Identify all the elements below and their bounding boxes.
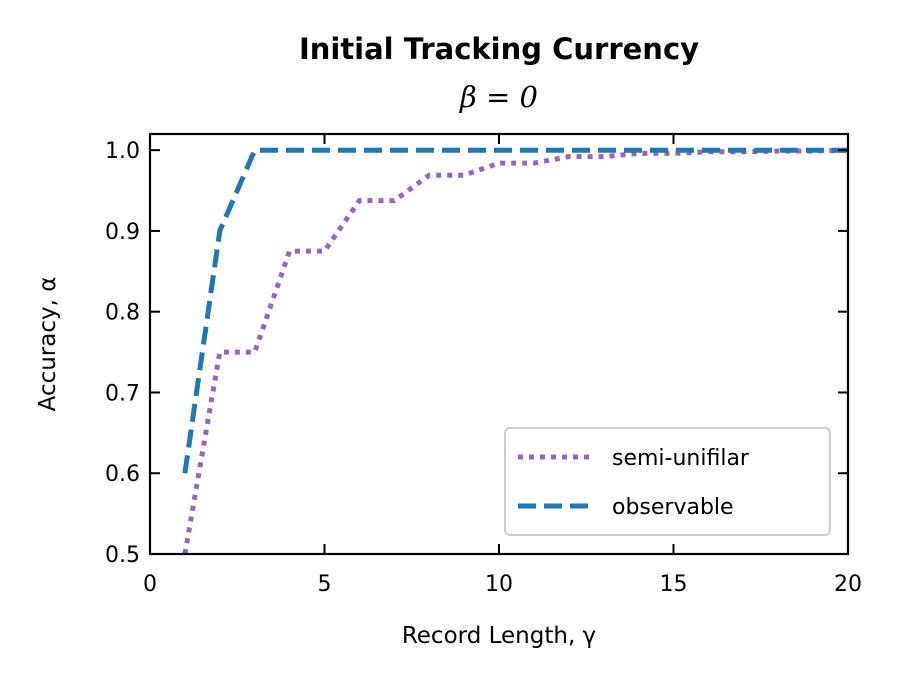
y-axis-label: Accuracy, α: [35, 277, 61, 412]
y-tick-label: 0.8: [105, 301, 140, 326]
x-tick-label: 0: [143, 572, 157, 597]
x-axis-label: Record Length, γ: [402, 623, 596, 649]
y-tick-label: 0.7: [105, 381, 140, 406]
y-tick-label: 1.0: [105, 139, 140, 164]
chart-title: Initial Tracking Currency: [299, 32, 699, 66]
x-tick-label: 15: [660, 572, 688, 597]
x-tick-label: 20: [834, 572, 862, 597]
series-line-semi-unifilar: [182, 147, 848, 554]
legend-label-semi-unifilar: semi-unifilar: [612, 446, 750, 471]
x-tick-label: 5: [318, 572, 332, 597]
plot-frame: [148, 132, 850, 556]
x-tick-label: 10: [485, 572, 513, 597]
legend: semi-unifilar observable: [504, 427, 831, 536]
series-layer: [182, 147, 848, 554]
y-tick-label: 0.6: [105, 462, 140, 487]
legend-label-observable: observable: [612, 495, 734, 520]
ticks-layer: 0 5 10 15 20 0.5 0.6 0.7 0.8 0.9 1.0: [105, 134, 862, 597]
y-tick-label: 0.9: [105, 220, 140, 245]
y-tick-label: 0.5: [105, 543, 140, 568]
chart-subtitle: β = 0: [459, 80, 538, 114]
series-line-observable: [182, 147, 848, 474]
